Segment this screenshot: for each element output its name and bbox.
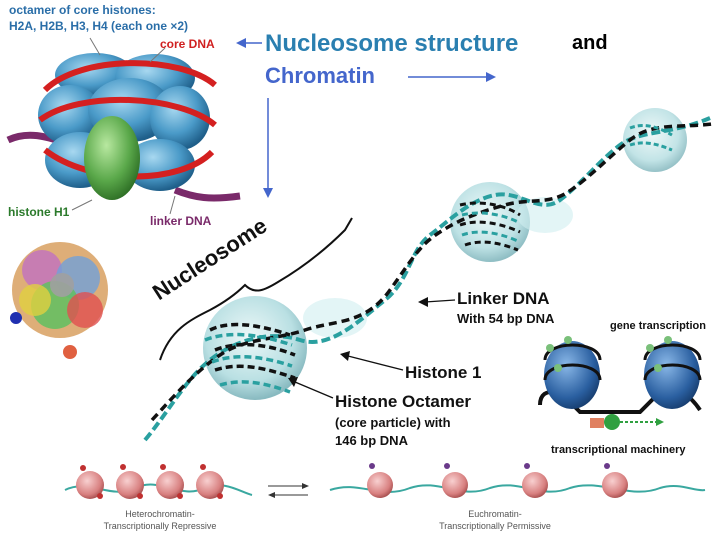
euchromatin-figure	[329, 463, 706, 498]
title-and: and	[572, 32, 608, 54]
title-nucleosome-structure: Nucleosome structure	[265, 30, 519, 57]
octamer-leader	[89, 37, 101, 56]
chromatin-fiber	[143, 108, 713, 442]
heterochromatin-label-line1: Heterochromatin-	[125, 509, 195, 519]
arrow-right-head	[486, 72, 496, 82]
protein-structure-image	[10, 242, 108, 359]
linker-bp-label: With 54 bp DNA	[457, 311, 555, 326]
arrow-down-head	[263, 188, 273, 198]
transcriptional-machinery-label: transcriptional machinery	[551, 444, 686, 456]
inset-polymerase	[604, 414, 620, 430]
histone-h1-leader	[71, 199, 93, 211]
histone-h1-label: histone H1	[8, 205, 70, 219]
gene-transcription-label: gene transcription	[610, 320, 706, 332]
core-dna-leader	[149, 47, 166, 63]
histone-h1-shape	[84, 116, 140, 200]
heterochromatin-label-line2: Transcriptionally Repressive	[103, 521, 217, 531]
title-chromatin: Chromatin	[265, 63, 375, 88]
core-dna-wrap-1	[42, 60, 217, 93]
inset-nucleosome-left	[544, 341, 600, 409]
inset-nucleosome-right	[644, 341, 700, 409]
transcription-inset	[538, 336, 702, 430]
core-dna-wrap-2	[38, 96, 217, 128]
core-particle-label: (core particle) with	[335, 415, 451, 430]
histone1-label: Histone 1	[405, 363, 482, 382]
octamer-title: octamer of core histones:	[9, 3, 156, 17]
octamer-arrow-shaft	[294, 381, 334, 399]
linker-dna-leader	[169, 195, 176, 215]
linker-dna-right	[173, 186, 241, 202]
histone-octamer-label: Histone Octamer	[335, 392, 472, 411]
dna-strand-teal	[143, 116, 711, 442]
octamer-arrow-head	[288, 377, 298, 387]
arrow-to-model-head	[236, 38, 246, 48]
heterochromatin-figure	[64, 464, 253, 499]
nucleosome-brace	[159, 217, 353, 361]
core-bp-label: 146 bp DNA	[335, 433, 408, 448]
histone1-arrow-head	[340, 351, 350, 361]
octamer-list: H2A, H2B, H3, H4 (each one ×2)	[9, 19, 189, 33]
nucleosome-model	[6, 53, 241, 202]
euchromatin-label-line2: Transcriptionally Permissive	[439, 521, 551, 531]
euchromatin-label-line1: Euchromatin-	[468, 509, 522, 519]
histone1-arrow-shaft	[347, 355, 404, 371]
core-dna-label: core DNA	[160, 37, 215, 51]
linker-dna-label: Linker DNA	[457, 289, 550, 308]
nucleosome-bead-far	[623, 108, 687, 172]
linker-dna-small-label: linker DNA	[150, 214, 212, 228]
linker-arrow-shaft	[424, 299, 456, 303]
inset-activator	[590, 418, 604, 428]
linker-arrow-head	[418, 297, 428, 307]
